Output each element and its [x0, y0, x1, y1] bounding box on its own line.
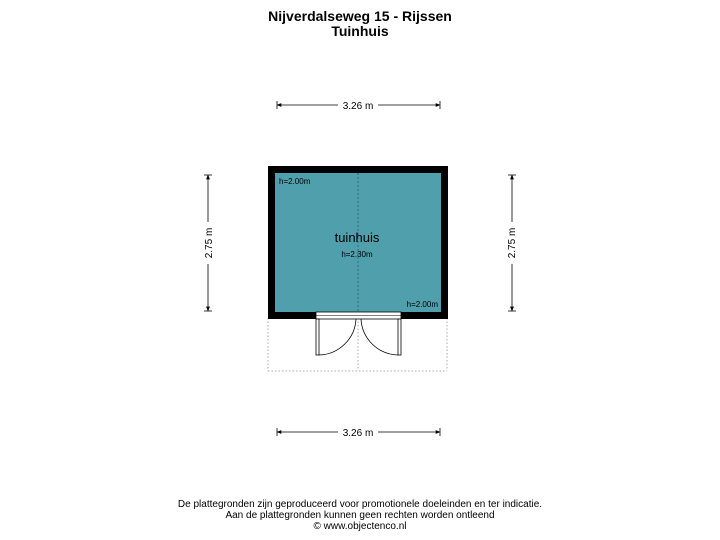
height-label-top-left: h=2.00m [279, 177, 311, 186]
dimension-top: 3.26 m [276, 101, 441, 112]
room-height-label: h=2.30m [341, 250, 373, 259]
double-door [315, 318, 402, 356]
disclaimer-line-2: Aan de plattegronden kunnen geen rechten… [225, 510, 495, 521]
height-label-bottom-right: h=2.00m [407, 300, 439, 309]
copyright-line: © www.objectenco.nl [313, 521, 407, 532]
dimension-right-label: 2.75 m [507, 228, 518, 259]
room-label: tuinhuis [335, 230, 380, 245]
dimension-bottom: 3.26 m [276, 428, 441, 439]
plan-title: Nijverdalseweg 15 - Rijssen [268, 8, 452, 24]
walls [268, 166, 448, 319]
terrace-outline [267, 318, 448, 372]
dimension-right: 2.75 m [507, 174, 518, 312]
dimension-left-label: 2.75 m [204, 228, 215, 259]
disclaimer-line-1: De plattegronden zijn geproduceerd voor … [177, 499, 543, 510]
dimension-left: 2.75 m [204, 174, 215, 312]
dimension-top-label: 3.26 m [343, 101, 374, 112]
door-sill [315, 311, 402, 320]
dimension-bottom-label: 3.26 m [343, 428, 374, 439]
plan-subtitle: Tuinhuis [331, 23, 389, 39]
